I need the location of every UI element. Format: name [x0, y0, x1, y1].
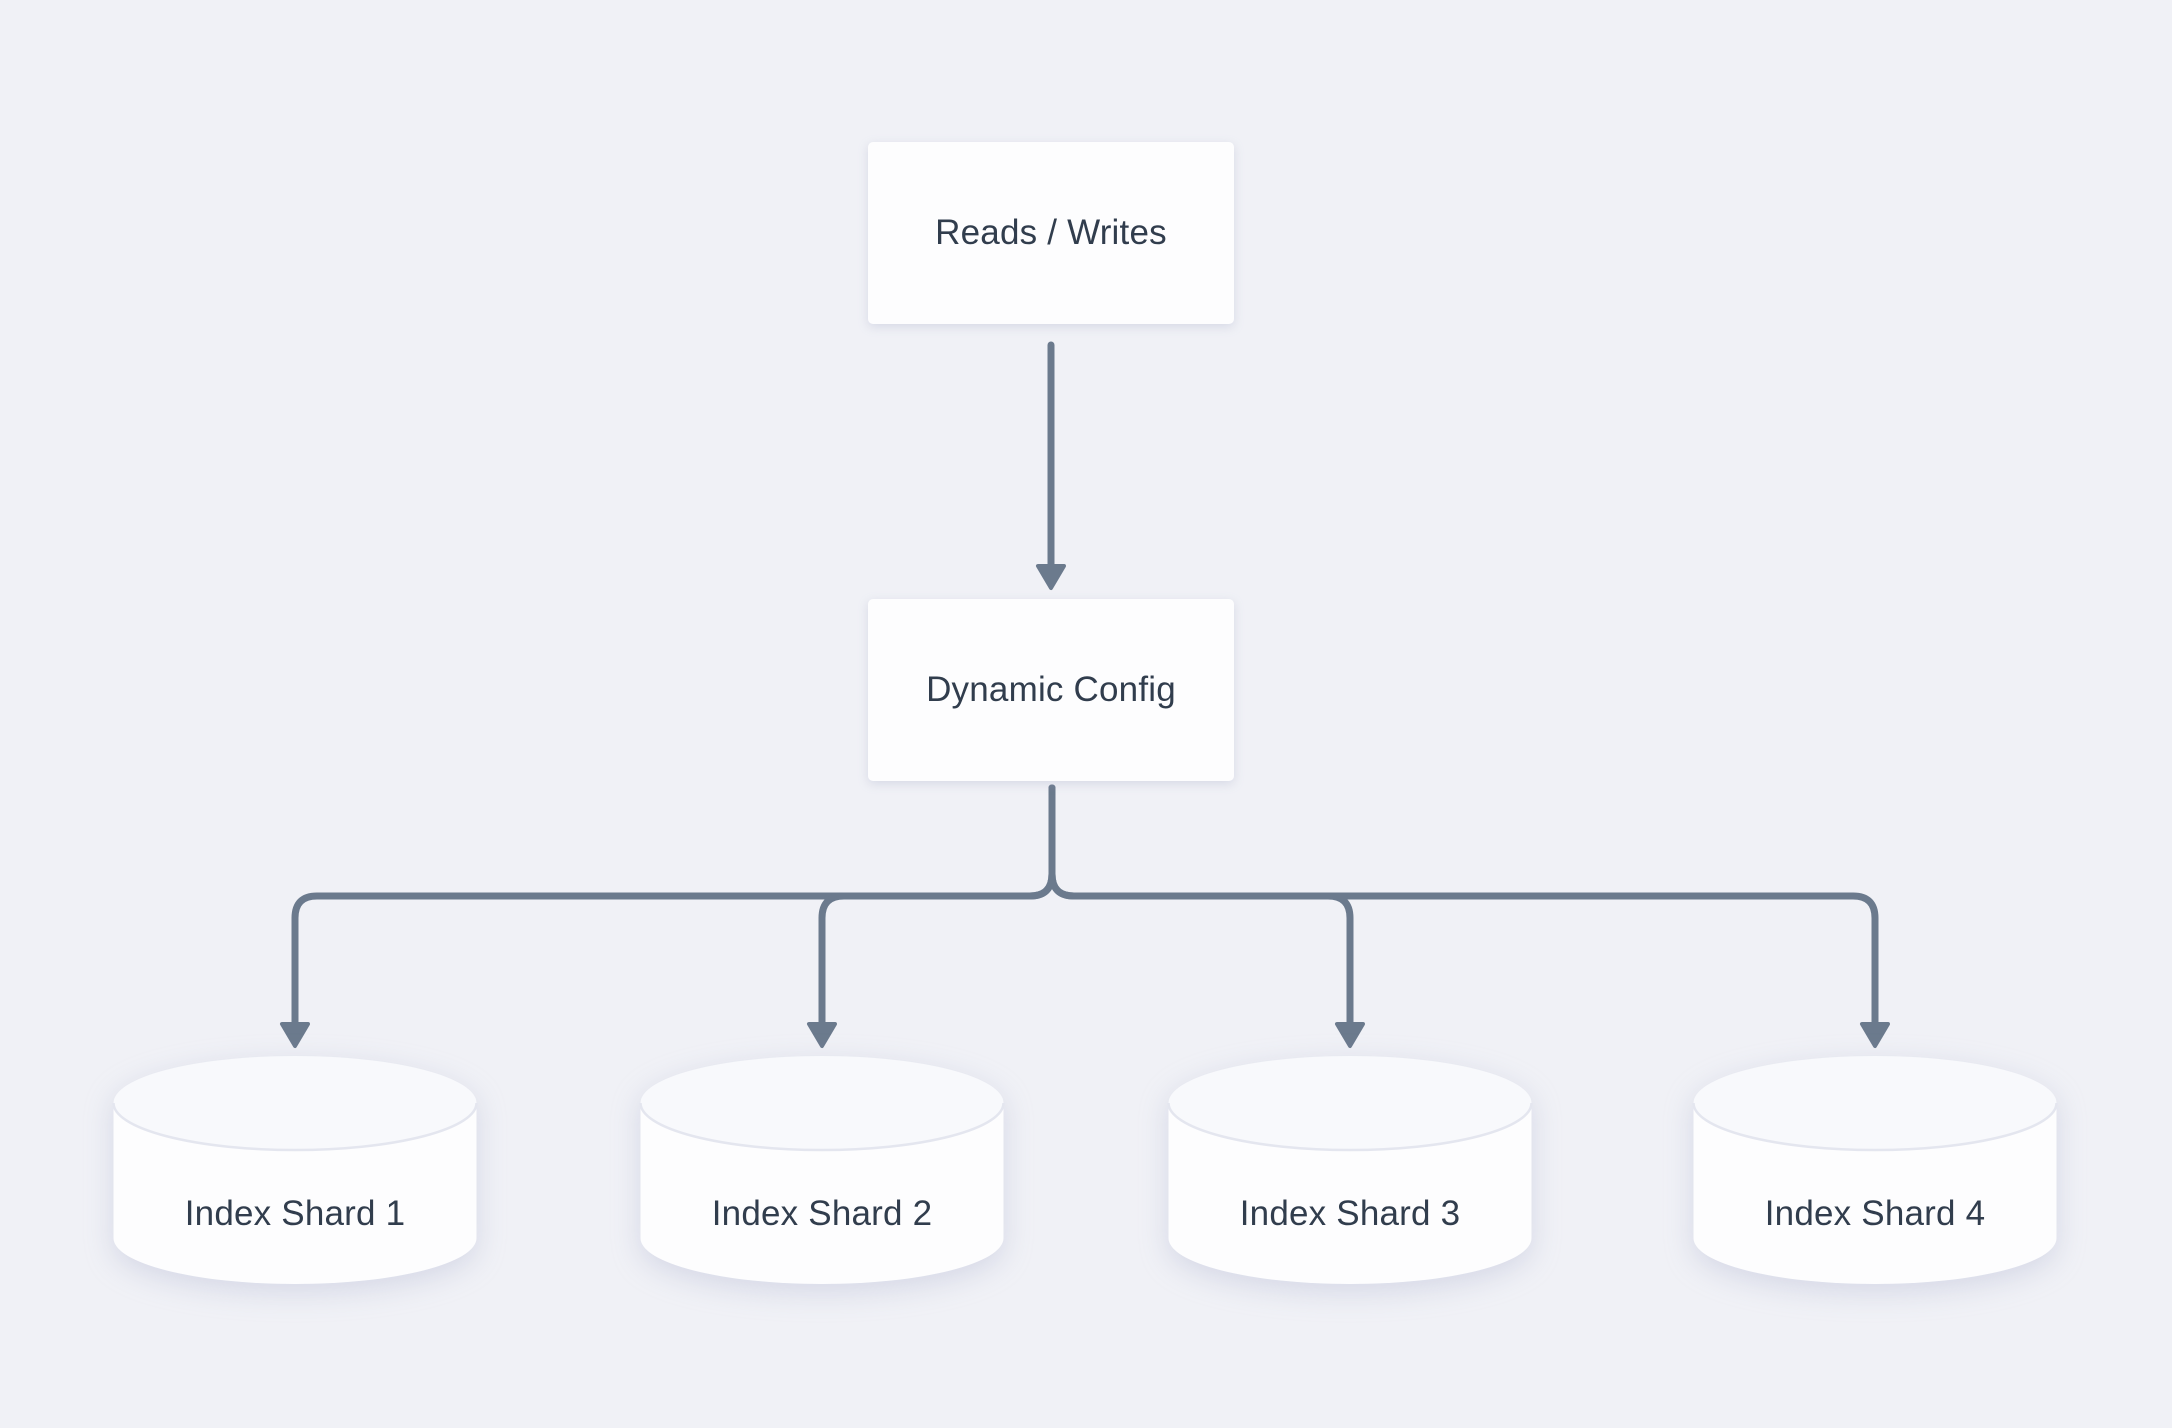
database-cylinder-icon — [1692, 1056, 2058, 1284]
edge-config-to-shard-2 — [807, 784, 1056, 1048]
edge-reads-to-config — [1036, 341, 1066, 590]
node-dynamic-config-label: Dynamic Config — [926, 670, 1176, 709]
database-cylinder-icon — [112, 1056, 478, 1284]
database-cylinder-icon — [639, 1056, 1005, 1284]
node-index-shard-3: Index Shard 3 — [1167, 1055, 1533, 1285]
edge-config-to-shard-1 — [280, 784, 1056, 1048]
node-reads-writes: Reads / Writes — [868, 142, 1234, 324]
database-cylinder-icon — [1167, 1056, 1533, 1284]
node-index-shard-3-label: Index Shard 3 — [1239, 1193, 1461, 1233]
edge-config-to-shard-3 — [1048, 784, 1365, 1048]
node-index-shard-4-label: Index Shard 4 — [1764, 1193, 1986, 1233]
node-dynamic-config: Dynamic Config — [868, 599, 1234, 781]
node-index-shard-1: Index Shard 1 — [112, 1055, 478, 1285]
node-index-shard-1-label: Index Shard 1 — [184, 1193, 406, 1233]
node-index-shard-2: Index Shard 2 — [639, 1055, 1005, 1285]
node-reads-writes-label: Reads / Writes — [935, 213, 1167, 252]
edge-config-to-shard-4 — [1048, 784, 1890, 1048]
node-index-shard-2-label: Index Shard 2 — [711, 1193, 933, 1233]
node-index-shard-4: Index Shard 4 — [1692, 1055, 2058, 1285]
